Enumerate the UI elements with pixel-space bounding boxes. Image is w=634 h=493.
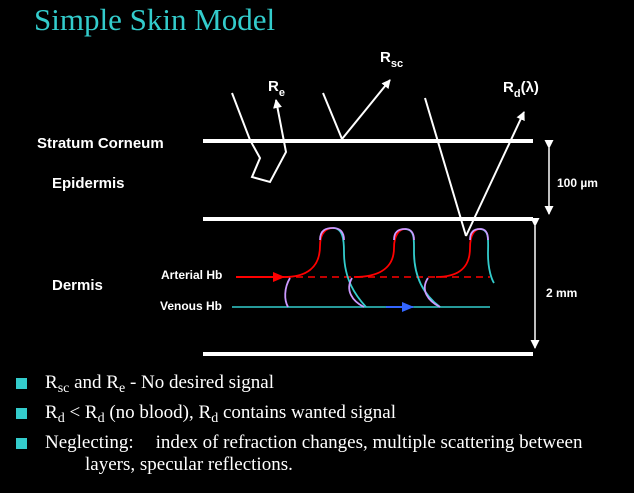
venous-hb-label: Venous Hb <box>160 299 222 313</box>
bullet-marker <box>16 438 27 449</box>
re-ray-path <box>231 92 288 184</box>
bullet-text: Rd < Rd (no blood), Rd contains wanted s… <box>45 402 397 426</box>
rsc-label: Rsc <box>380 49 403 70</box>
bullet-marker <box>16 408 27 419</box>
dermis-thickness-label: 2 mm <box>546 286 577 300</box>
re-label: Re <box>268 78 285 99</box>
bullet-text: Rsc and Re - No desired signal <box>45 372 274 396</box>
dermis-label: Dermis <box>52 277 103 294</box>
rsc-incident-ray <box>322 92 343 140</box>
rd-incident-ray <box>424 97 467 237</box>
bullet-marker <box>16 378 27 389</box>
skin-model-diagram: Stratum Corneum Epidermis Dermis 100 µm … <box>37 49 598 356</box>
stratum-corneum-label: Stratum Corneum <box>37 135 164 152</box>
rd-reflected-ray <box>465 111 525 237</box>
rd-label: Rd(λ) <box>503 79 539 100</box>
capillary-loop-3 <box>435 228 495 284</box>
capillary-loop-1 <box>283 227 367 308</box>
epidermis-label: Epidermis <box>52 175 125 192</box>
bullet-text: Neglecting:index of refraction changes, … <box>45 432 583 453</box>
arterial-hb-label: Arterial Hb <box>161 268 222 282</box>
bullet-text-continuation: layers, specular reflections. <box>85 454 293 475</box>
epidermis-thickness-label: 100 µm <box>557 176 598 190</box>
page-title: Simple Skin Model <box>34 2 276 37</box>
capillary-loop-2 <box>353 228 441 308</box>
rsc-reflected-ray <box>341 79 391 140</box>
